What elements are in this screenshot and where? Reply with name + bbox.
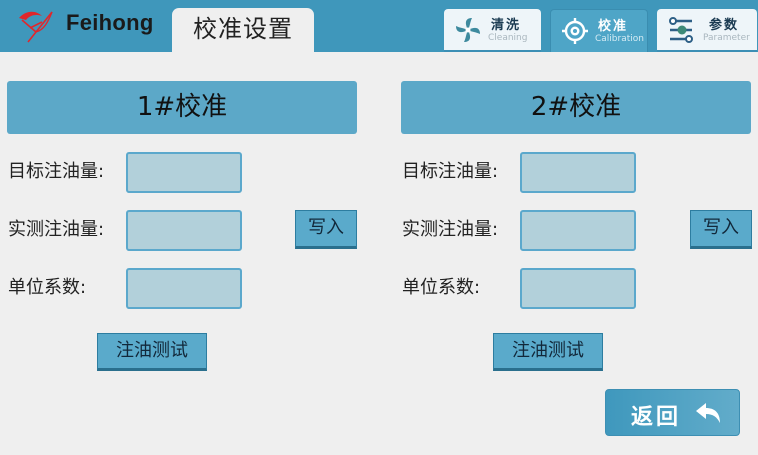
section-2-actual-label: 实测注油量: — [402, 219, 499, 240]
back-button[interactable]: 返回 — [605, 389, 740, 436]
section-2-title: 2#校准 — [401, 81, 751, 134]
nav-cleaning-sublabel: Cleaning — [488, 33, 528, 43]
section-1-write-button[interactable]: 写入 — [295, 210, 357, 249]
section-2-target-input[interactable] — [520, 152, 636, 193]
section-1-title: 1#校准 — [7, 81, 357, 134]
reply-arrow-icon — [696, 403, 720, 423]
section-1-coef-input[interactable] — [126, 268, 242, 309]
feihong-logo-icon — [19, 11, 53, 43]
nav-parameter-label: 参数 — [709, 18, 740, 33]
nav-parameter-sublabel: Parameter — [703, 33, 750, 43]
section-2-oil-test-button[interactable]: 注油测试 — [493, 333, 603, 371]
section-2-coef-input[interactable] — [520, 268, 636, 309]
section-2-write-button[interactable]: 写入 — [690, 210, 752, 249]
page-title: 校准设置 — [172, 8, 314, 52]
nav-calibration-label: 校准 — [598, 19, 629, 34]
crosshair-icon — [562, 18, 588, 44]
sliders-icon — [669, 17, 693, 43]
nav-calibration-sublabel: Calibration — [595, 34, 644, 44]
fan-icon — [456, 18, 480, 42]
back-label: 返回 — [631, 405, 682, 430]
section-1-actual-input[interactable] — [126, 210, 242, 251]
nav-parameter-button[interactable]: 参数 Parameter — [657, 9, 757, 52]
section-2-actual-input[interactable] — [520, 210, 636, 251]
section-1-oil-test-button[interactable]: 注油测试 — [97, 333, 207, 371]
section-2-coef-label: 单位系数: — [402, 277, 481, 298]
top-bar: Feihong 校准设置 清洗 Cleaning 校准 Calibration — [0, 0, 758, 52]
section-1-target-label: 目标注油量: — [8, 161, 105, 182]
nav-cleaning-button[interactable]: 清洗 Cleaning — [444, 9, 541, 52]
section-1-actual-label: 实测注油量: — [8, 219, 105, 240]
brand-name: Feihong — [66, 10, 154, 35]
section-1-coef-label: 单位系数: — [8, 277, 87, 298]
section-2-target-label: 目标注油量: — [402, 161, 499, 182]
nav-calibration-button[interactable]: 校准 Calibration — [550, 9, 648, 52]
nav-cleaning-label: 清洗 — [491, 18, 522, 33]
section-1-target-input[interactable] — [126, 152, 242, 193]
